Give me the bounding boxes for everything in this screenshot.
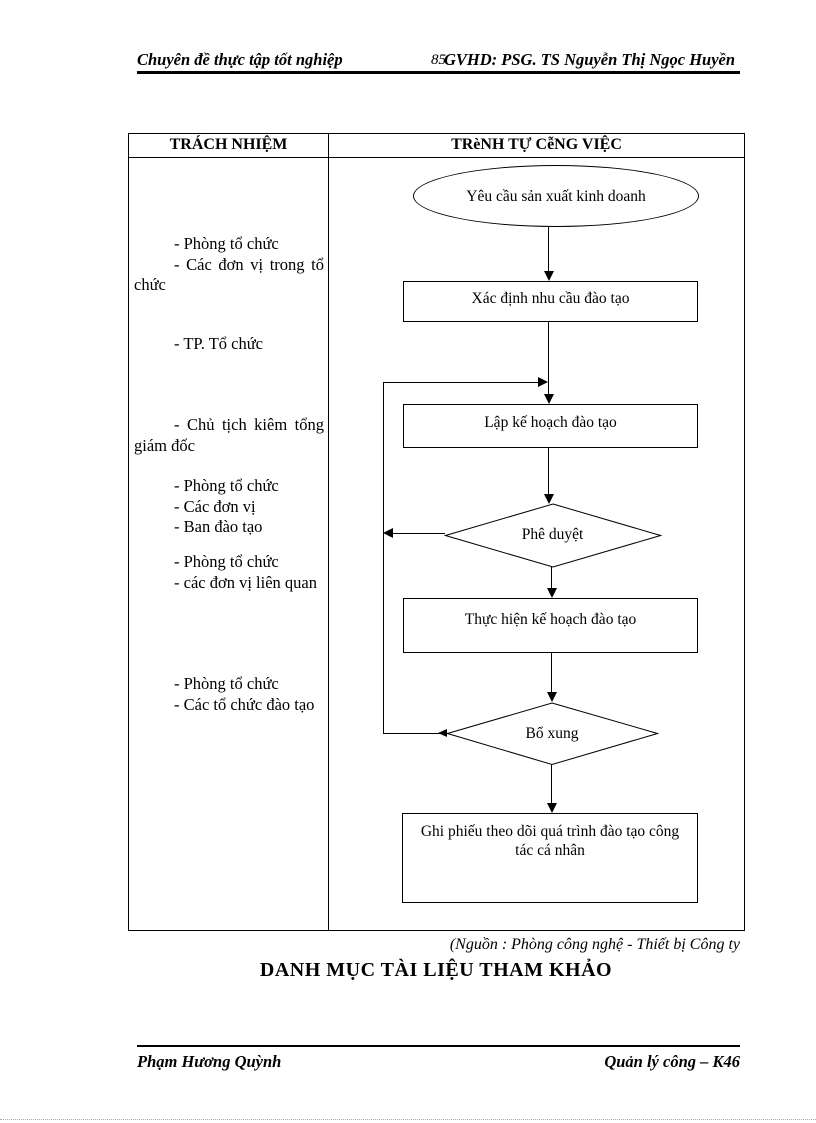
connector-supplement-feedback xyxy=(383,733,447,734)
arrowhead-down-icon xyxy=(547,803,557,813)
flow-decision-approve-diamond xyxy=(444,503,662,568)
feedback-join-line xyxy=(383,382,539,383)
footer-author: Phạm Hương Quỳnh xyxy=(137,1052,282,1071)
arrowhead-down-icon xyxy=(544,271,554,281)
arrowhead-down-icon xyxy=(547,692,557,702)
responsibility-group: - TP. Tổ chức xyxy=(129,334,328,355)
responsibility-item: - TP. Tổ chức xyxy=(174,334,263,353)
responsibility-item: - Chủ tịch kiêm tổng giám đốc xyxy=(134,415,324,455)
flow-step-define-needs: Xác định nhu cầu đào tạo xyxy=(403,281,698,322)
connector-approve-to-implement xyxy=(551,567,552,589)
header-rule xyxy=(137,71,740,74)
arrowhead-left-icon xyxy=(383,528,393,538)
footer-class: Quản lý công – K46 xyxy=(604,1052,740,1071)
arrowhead-down-icon xyxy=(547,588,557,598)
footer-rule xyxy=(137,1045,740,1047)
page-bottom-dotted-line xyxy=(0,1119,816,1120)
responsibility-group: - Chủ tịch kiêm tổng giám đốc xyxy=(129,415,328,456)
flow-step-label: Lập kế hoạch đào tạo xyxy=(484,414,617,431)
responsibility-item: - Các đơn vị trong tổ chức xyxy=(134,254,324,295)
responsibility-group: - Phòng tổ chức - Các đơn vị - Ban đào t… xyxy=(129,476,328,538)
responsibility-item: - Phòng tổ chức xyxy=(174,476,279,495)
flow-decision-label: Bổ xung xyxy=(525,724,579,742)
flow-step-label: Thực hiện kế hoạch đào tạo xyxy=(464,611,637,628)
responsibility-item: - các đơn vị liên quan xyxy=(174,572,317,592)
flow-step-implement: Thực hiện kế hoạch đào tạo xyxy=(403,598,698,653)
flow-decision-supplement: Bổ xung xyxy=(447,702,657,764)
header-course-title: Chuyên đề thực tập tốt nghiệp xyxy=(137,50,343,69)
flow-step-plan: Lập kế hoạch đào tạo xyxy=(403,404,698,448)
responsibility-item: - Các tổ chức đào tạo xyxy=(174,694,315,714)
flow-decision-supplement-diamond xyxy=(446,702,659,766)
source-note: (Nguồn : Phòng công nghệ - Thiết bị Công… xyxy=(449,936,740,953)
responsibility-item: - Phòng tổ chức xyxy=(174,552,279,571)
connector-define-to-plan xyxy=(548,322,549,395)
feedback-loop-line xyxy=(383,382,384,734)
responsibility-item: - Ban đào tạo xyxy=(174,517,263,537)
flow-step-label: Ghi phiếu theo dõi quá trình đào tạo côn… xyxy=(420,823,680,859)
responsibility-item: - Các đơn vị xyxy=(174,496,256,516)
arrowhead-down-icon xyxy=(544,394,554,404)
responsibility-group: - Phòng tổ chức - các đơn vị liên quan xyxy=(129,552,328,593)
connector-implement-to-supplement xyxy=(551,653,552,693)
connector-approve-reject xyxy=(391,533,445,534)
table-header-underline xyxy=(129,157,744,158)
flow-decision-approve: Phê duyệt xyxy=(445,503,660,566)
connector-start-to-define xyxy=(548,225,549,272)
connector-plan-to-approve xyxy=(548,448,549,494)
process-table: TRÁCH NHIỆM TRèNH TỰ CễNG VIỆC - Phòng t… xyxy=(128,133,745,931)
flow-decision-label: Phê duyệt xyxy=(521,526,584,543)
arrowhead-down-icon xyxy=(544,494,554,504)
connector-supplement-to-record xyxy=(551,765,552,804)
arrowhead-right-icon xyxy=(538,377,548,387)
responsibility-item: - Phòng tổ chức xyxy=(174,674,279,693)
section-heading: DANH MỤC TÀI LIỆU THAM KHẢO xyxy=(259,959,613,981)
flow-step-label: Xác định nhu cầu đào tạo xyxy=(471,290,630,307)
responsibility-item: - Phòng tổ chức xyxy=(174,234,279,253)
responsibility-group: - Phòng tổ chức - Các đơn vị trong tổ ch… xyxy=(129,234,328,296)
flow-start-label: Yêu cầu sản xuất kinh doanh xyxy=(466,187,646,205)
header-supervisor: GVHD: PSG. TS Nguyễn Thị Ngọc Huyền xyxy=(444,50,736,69)
column-header-sequence: TRèNH TỰ CễNG VIỆC xyxy=(451,136,622,153)
table-column-divider xyxy=(328,134,329,930)
flow-start-ellipse: Yêu cầu sản xuất kinh doanh xyxy=(413,165,699,227)
flow-step-record: Ghi phiếu theo dõi quá trình đào tạo côn… xyxy=(402,813,698,903)
responsibility-group: - Phòng tổ chức - Các tổ chức đào tạo xyxy=(129,674,328,715)
page-number: 85 xyxy=(431,52,446,68)
column-header-responsibility: TRÁCH NHIỆM xyxy=(169,136,288,153)
arrowhead-left-icon xyxy=(438,729,447,737)
